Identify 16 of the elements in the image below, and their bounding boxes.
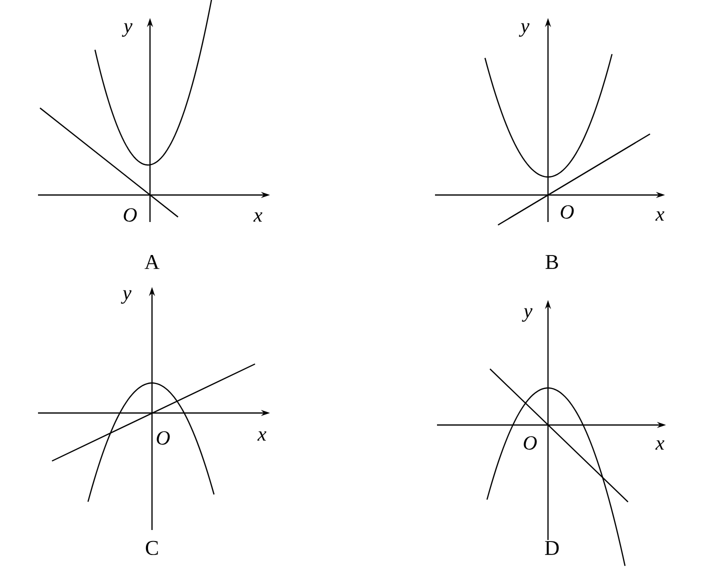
axis-label: x xyxy=(257,431,266,441)
axis-label: O xyxy=(156,431,170,445)
panel-label: A xyxy=(144,255,160,269)
panel-label: B xyxy=(546,255,558,269)
axis-label: O xyxy=(560,205,574,219)
axis-label: y xyxy=(518,23,530,37)
panel-label: C xyxy=(146,540,158,556)
axis-label: y xyxy=(522,308,532,322)
axis-label: x xyxy=(655,211,664,221)
axis-label: O xyxy=(124,208,137,222)
axis-label: x xyxy=(253,212,262,222)
axis-label: x xyxy=(655,440,664,450)
axis-label: y xyxy=(122,23,132,37)
panel-label: D xyxy=(545,541,559,555)
axis-label: y xyxy=(120,290,132,304)
axis-label: O xyxy=(524,436,537,450)
